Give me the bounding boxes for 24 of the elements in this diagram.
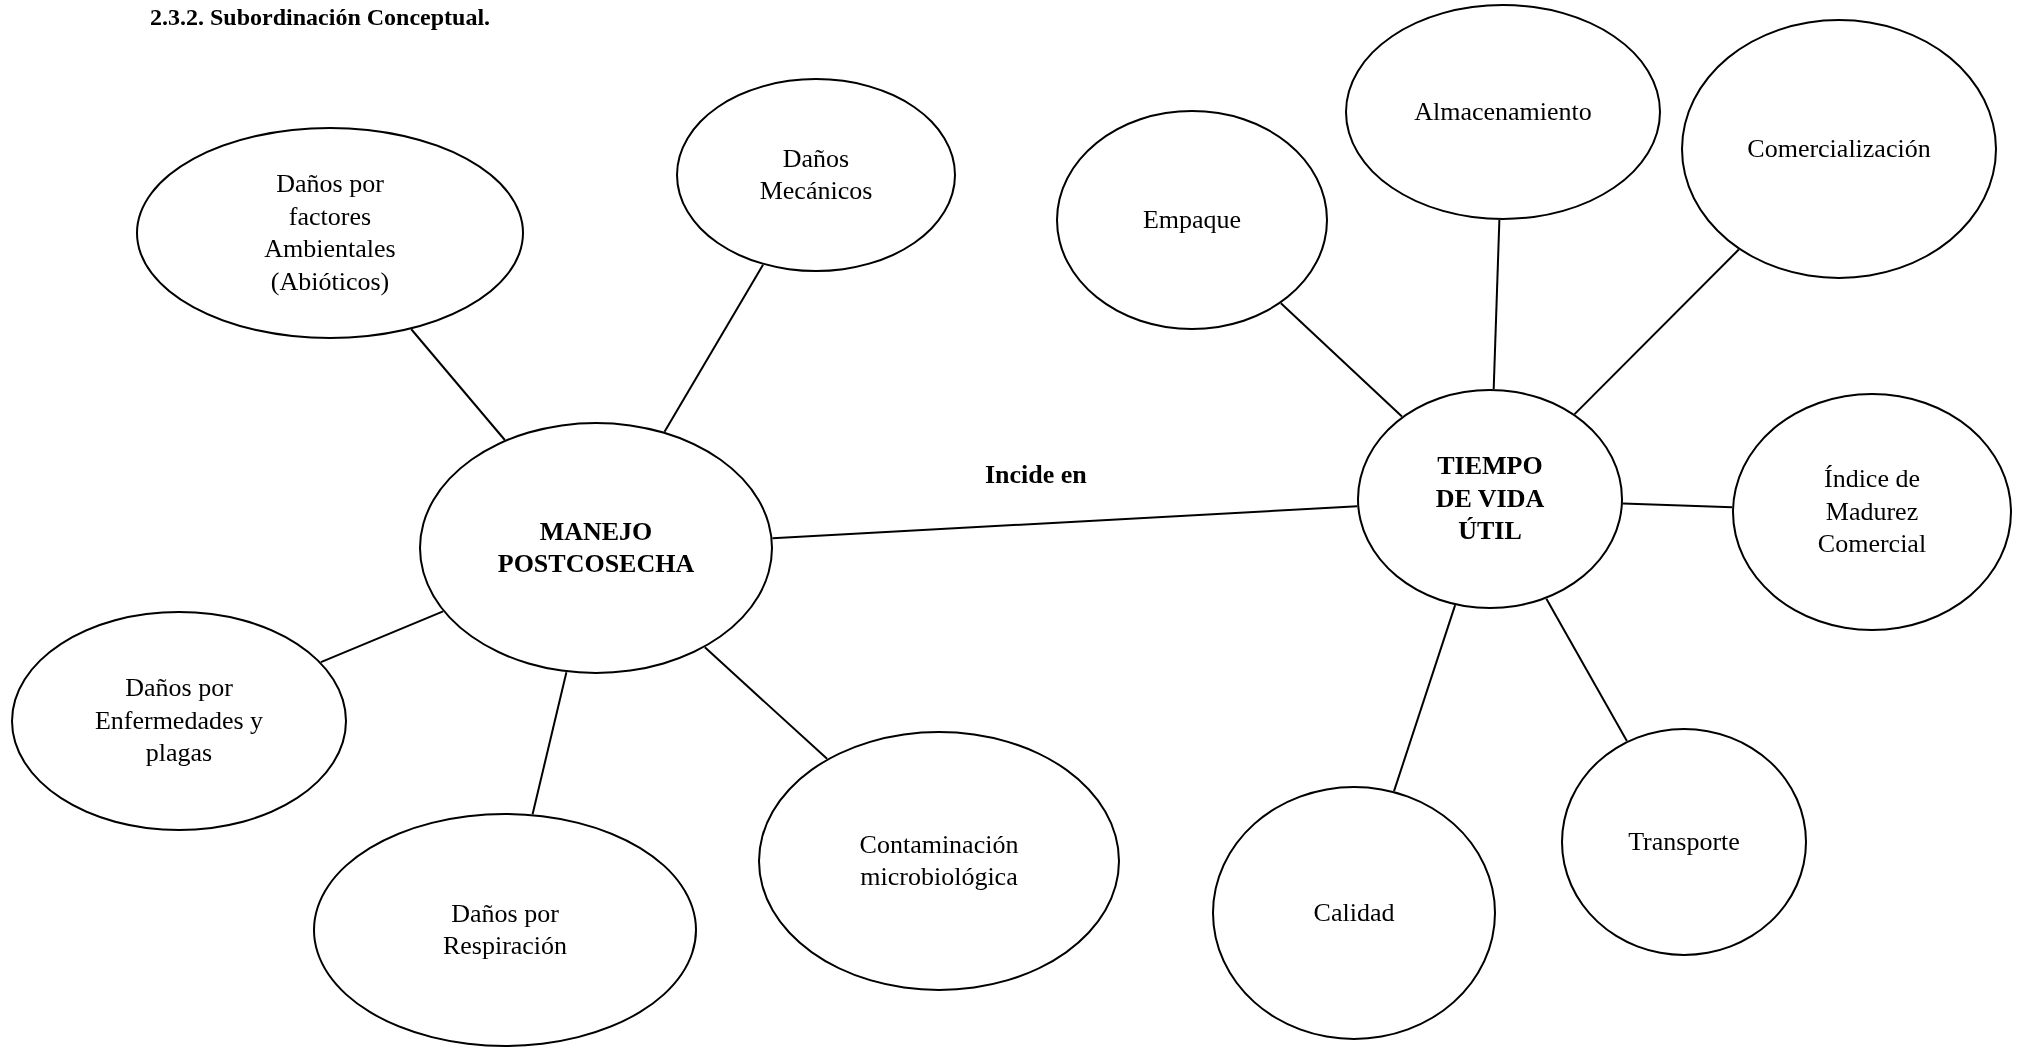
concept-text: Índice de Madurez Comercial (1816, 463, 1928, 561)
connector-line (1573, 248, 1740, 416)
connector-line (319, 610, 445, 664)
connector-line (663, 263, 765, 433)
concept-text: MANEJO POSTCOSECHA (496, 515, 696, 580)
concept-text: Comercialización (1746, 132, 1932, 165)
concept-text: Transporte (1627, 825, 1741, 858)
concept-text: TIEMPO DE VIDA ÚTIL (1434, 450, 1546, 548)
section-heading: 2.3.2. Subordinación Conceptual. (150, 4, 491, 31)
concept-text: Daños por Respiración (441, 897, 569, 962)
connector-line (410, 328, 506, 441)
concept-text: Daños por Enfermedades y plagas (93, 672, 265, 770)
concept-text: Daños Mecánicos (758, 142, 874, 207)
connector-line (531, 671, 568, 816)
connector-line (1492, 218, 1501, 391)
concept-text: Empaque (1141, 203, 1243, 236)
connector-line (703, 646, 829, 760)
concept-text: Contaminación microbiológica (858, 828, 1020, 893)
concept-text: Daños por factores Ambientales (Abióticos) (263, 168, 397, 298)
connector-line (771, 505, 1359, 540)
concept-text: Almacenamiento (1413, 95, 1593, 128)
concept-text: Calidad (1312, 896, 1396, 929)
connector-line (1279, 302, 1403, 418)
connector-line (1621, 502, 1734, 509)
